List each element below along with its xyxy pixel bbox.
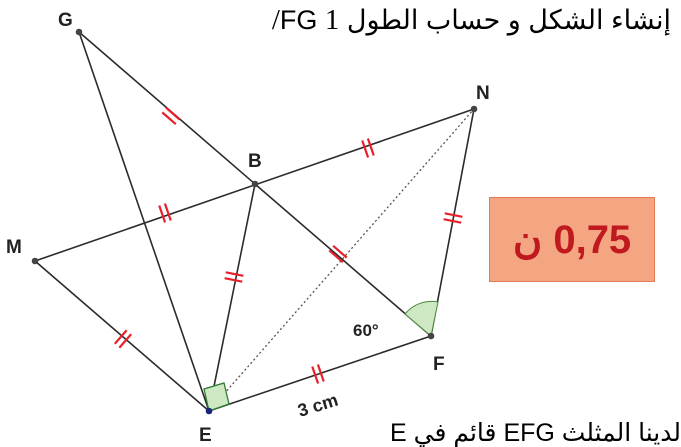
point-B <box>251 180 259 188</box>
score-badge: 0,75 ن <box>489 197 655 282</box>
exercise-heading: إنشاء الشكل و حساب الطول FG 1/ <box>272 4 671 37</box>
segment-NF <box>430 108 475 337</box>
right-angle-mark-E <box>203 382 230 412</box>
point-G <box>75 28 83 36</box>
tick-EF <box>311 364 325 384</box>
label-G: G <box>58 10 73 31</box>
angle-label: 60° <box>353 321 379 340</box>
angle-arc-F <box>404 300 439 337</box>
label-F: F <box>433 354 445 375</box>
figure-segments <box>34 31 475 412</box>
length-label: 3 cm <box>295 390 340 421</box>
tick-GB <box>161 107 181 125</box>
tick-BN <box>361 138 375 158</box>
point-E <box>205 407 213 415</box>
step-text: إنشاء الشكل و حساب الطول FG <box>279 5 671 35</box>
point-F <box>427 332 435 340</box>
point-N <box>470 105 478 113</box>
tick-BF <box>328 245 348 263</box>
segment-GE <box>78 31 210 412</box>
label-M: M <box>6 237 22 258</box>
tick-ME <box>114 329 132 349</box>
tick-marks <box>114 107 463 384</box>
segment-EB <box>208 183 256 412</box>
label-B: B <box>248 151 262 172</box>
dotted-segment-EN <box>208 108 475 412</box>
tick-MB <box>158 203 172 223</box>
footer-text: لدينا المثلث EFG قائم في E <box>389 419 681 447</box>
points <box>31 28 478 415</box>
label-N: N <box>476 83 490 104</box>
tick-NF <box>443 212 463 224</box>
point-labels: G N B M F E <box>6 10 490 446</box>
label-E: E <box>199 425 212 446</box>
step-number: 1/ <box>271 4 340 36</box>
tick-EB <box>224 271 244 283</box>
point-M <box>31 257 39 265</box>
